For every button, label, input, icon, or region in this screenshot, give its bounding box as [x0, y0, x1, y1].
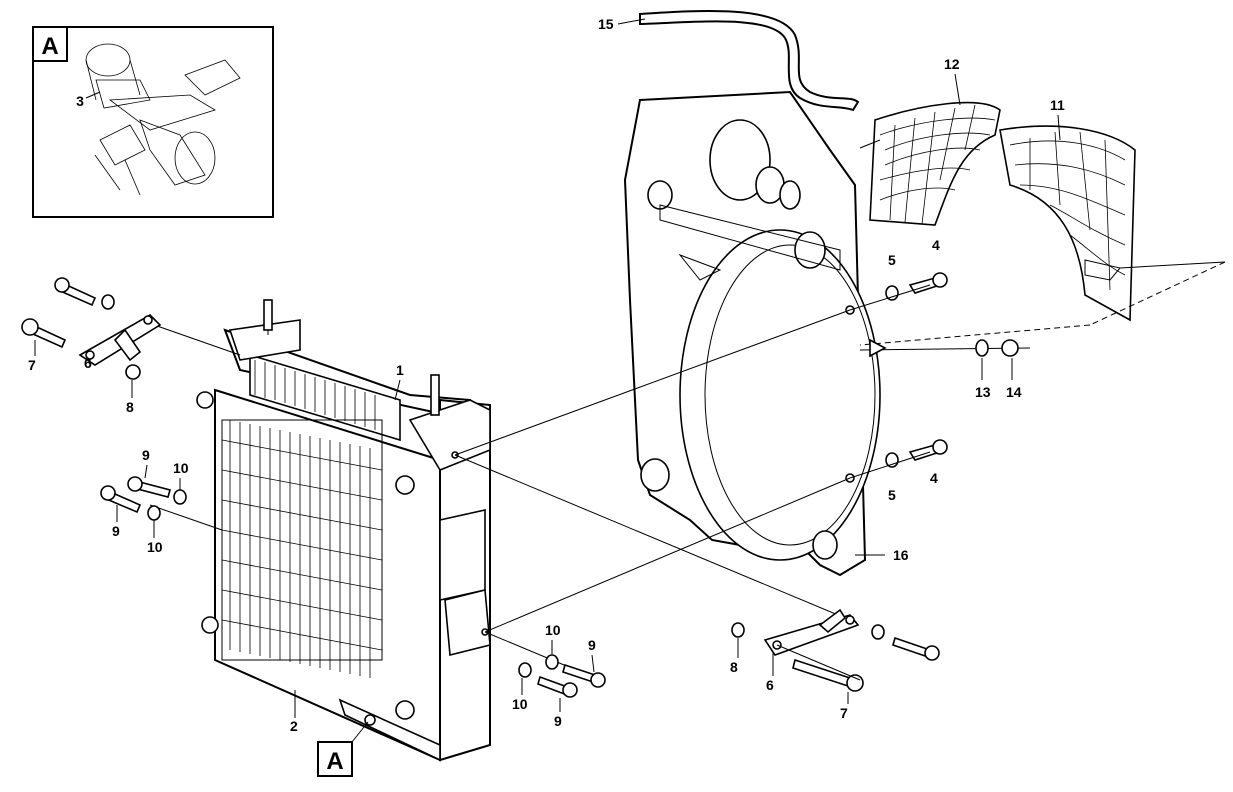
callout-14: 14 [1006, 384, 1022, 400]
callout-12: 12 [944, 56, 960, 72]
callout-5-lower: 5 [888, 487, 896, 503]
bolts-washers-left [100, 476, 187, 521]
callout-10-upper-left: 10 [173, 460, 189, 476]
callout-3: 3 [76, 93, 84, 109]
callout-15: 15 [598, 16, 614, 32]
callout-7-upper: 7 [28, 357, 36, 373]
callout-9-bottom-lower: 9 [554, 713, 562, 729]
callout-8-upper: 8 [126, 399, 134, 415]
callout-5-upper: 5 [888, 252, 896, 268]
detail-inset-a: A 3 [32, 26, 274, 218]
fitting-part [85, 43, 241, 196]
callout-2: 2 [290, 718, 298, 734]
callout-10-bottom-upper: 10 [545, 622, 561, 638]
washer-nut-13-14 [869, 338, 1019, 358]
hose [639, 9, 860, 112]
callout-6-upper: 6 [84, 355, 92, 371]
callout-13: 13 [975, 384, 991, 400]
callout-11: 11 [1050, 97, 1065, 113]
callout-4-lower: 4 [930, 470, 938, 486]
callout-4-upper: 4 [932, 237, 940, 253]
bracket-upper-left [21, 277, 162, 380]
callout-8-lower: 8 [730, 659, 738, 675]
callout-7-lower: 7 [840, 705, 848, 721]
callout-10-lower-left: 10 [147, 539, 163, 555]
bracket-lower-right [731, 608, 940, 692]
radiator-assembly [196, 299, 491, 762]
callout-16: 16 [893, 547, 909, 563]
callout-1: 1 [396, 362, 404, 378]
inset-box-label: A [41, 33, 58, 60]
bolts-washers-bottom [518, 654, 606, 698]
callout-9-lower-left: 9 [112, 523, 120, 539]
fan-shroud-plate [623, 90, 881, 577]
callout-6-lower: 6 [766, 677, 774, 693]
callout-10-bottom-lower: 10 [512, 696, 528, 712]
fan-guard-12 [859, 101, 1001, 226]
reference-box-label: A [326, 748, 343, 775]
callout-9-bottom-upper: 9 [588, 637, 596, 653]
reference-box-a: A [317, 721, 369, 777]
callout-9-upper-left: 9 [142, 447, 150, 463]
fan-guard-11 [999, 125, 1136, 322]
